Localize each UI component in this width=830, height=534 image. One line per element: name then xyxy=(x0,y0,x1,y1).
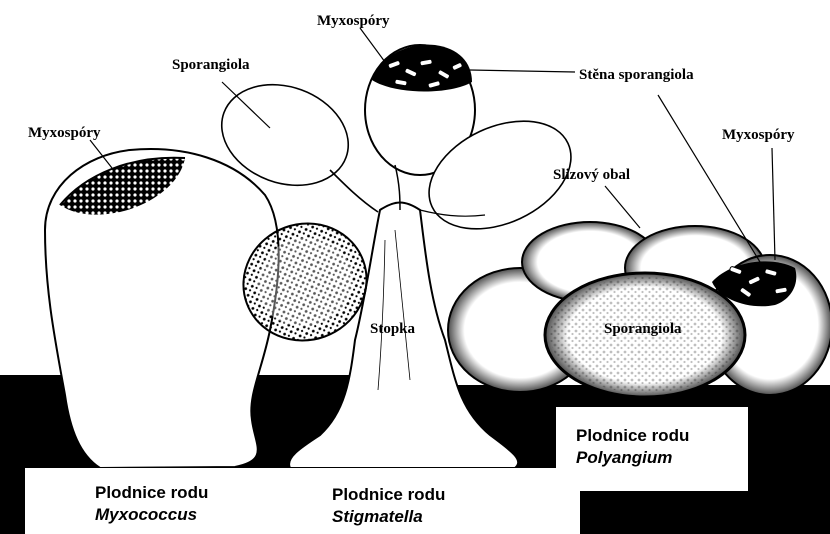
caption-polyangium-genus: Polyangium xyxy=(576,447,748,469)
caption-stigmatella-prefix: Plodnice rodu xyxy=(332,484,580,506)
label-stena-sporangiola: Stěna sporangiola xyxy=(579,66,694,84)
label-stopka: Stopka xyxy=(370,320,415,338)
myxococcus-body xyxy=(45,149,279,468)
caption-myxococcus-prefix: Plodnice rodu xyxy=(95,482,265,504)
label-myxospory-center: Myxospóry xyxy=(317,12,390,30)
label-myxospory-left: Myxospóry xyxy=(28,124,101,142)
caption-polyangium: Plodnice rodu Polyangium xyxy=(556,407,748,491)
caption-stigmatella-genus: Stigmatella xyxy=(332,506,580,528)
caption-myxococcus-genus: Myxococcus xyxy=(95,504,265,526)
label-sporangiola-right: Sporangiola xyxy=(604,320,682,338)
polyangium-body xyxy=(448,222,830,397)
label-myxospory-right: Myxospóry xyxy=(722,126,795,144)
caption-myxococcus: Plodnice rodu Myxococcus xyxy=(25,468,265,534)
caption-stigmatella: Plodnice rodu Stigmatella xyxy=(265,468,580,534)
label-slizovy-obal: Slizový obal xyxy=(553,166,630,184)
label-sporangiola-top: Sporangiola xyxy=(172,56,250,74)
caption-polyangium-prefix: Plodnice rodu xyxy=(576,425,748,447)
